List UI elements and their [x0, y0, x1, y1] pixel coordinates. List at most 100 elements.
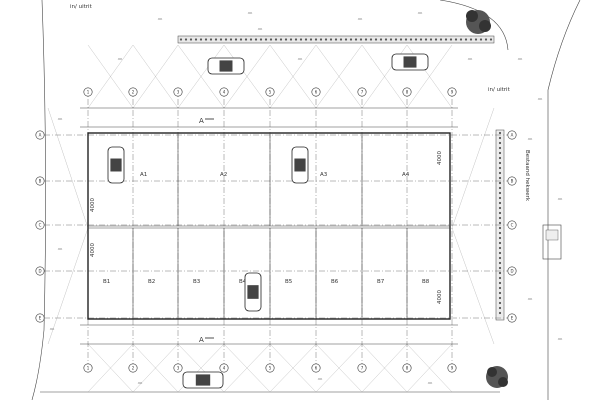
- bay-label-bottom: B8: [422, 279, 430, 285]
- hedge-dot: [498, 196, 502, 200]
- hedge-dot: [244, 38, 248, 41]
- hedge-dot: [409, 38, 413, 41]
- hedge-dot: [498, 301, 502, 305]
- grass-symbol: [357, 17, 363, 21]
- grass-symbol: [247, 11, 253, 15]
- grid-number-bubble: [265, 363, 275, 373]
- tree-bottom-right: [486, 366, 508, 388]
- hedge-dot: [498, 256, 502, 260]
- hedge-dot: [274, 38, 278, 41]
- hedge-dot: [498, 146, 502, 150]
- grid-number: 3: [177, 90, 180, 95]
- grid-letter-bubble-right: [507, 130, 517, 140]
- hedge-dot: [498, 276, 502, 280]
- hedge-dot: [498, 306, 502, 310]
- grid-letter: E: [39, 316, 42, 321]
- hedge-dot: [194, 38, 198, 41]
- grass-symbol: [527, 137, 533, 141]
- hedge-dot: [498, 206, 502, 210]
- hedge-dot: [498, 191, 502, 195]
- road-curve-top: [439, 0, 509, 51]
- hedge-dot: [498, 241, 502, 245]
- hedge-dot: [179, 38, 183, 41]
- hedge-dot: [498, 131, 502, 135]
- diagonal-line: [315, 44, 363, 109]
- diagonal-line: [315, 343, 363, 393]
- hedge-dot: [498, 246, 502, 250]
- tree-top-right: [466, 10, 491, 34]
- diagonal-line: [406, 343, 453, 393]
- grid-number-bubble: [311, 363, 321, 373]
- bay-label-top: A2: [220, 172, 227, 178]
- bay-label-top: A3: [320, 172, 328, 178]
- hedge-dot: [498, 291, 502, 295]
- grid-number: 5: [269, 90, 272, 95]
- hedge-dot: [224, 38, 228, 41]
- grid-letter-bubble-left: [35, 220, 45, 230]
- hedge-dot: [294, 38, 298, 41]
- hedge-dot: [459, 38, 463, 41]
- diagonal-line: [406, 44, 453, 109]
- hedge-dot: [299, 38, 303, 41]
- diagonal-line: [47, 227, 89, 345]
- hedge-dot: [439, 38, 443, 41]
- hedge-dot: [289, 38, 293, 41]
- dimension-label: 4000: [437, 290, 443, 304]
- grid-number-bubble: [357, 87, 367, 97]
- hedge-dot: [498, 211, 502, 215]
- hedge-dot: [498, 136, 502, 140]
- grass-symbol: [467, 57, 473, 61]
- grid-letter: D: [38, 269, 41, 274]
- hedge-dot: [474, 38, 478, 41]
- grid-number-bubble: [219, 87, 229, 97]
- hedge-dot: [239, 38, 243, 41]
- hedge-dot: [479, 38, 483, 41]
- grid-number: 1: [87, 366, 90, 371]
- grid-number-bubble: [447, 363, 457, 373]
- grid-number: 8: [406, 366, 409, 371]
- hedge-dot: [279, 38, 283, 41]
- dimension-label: 4000: [90, 198, 96, 212]
- perspective-lines: [47, 44, 495, 393]
- hedge-dot: [498, 311, 502, 315]
- diagonal-line: [451, 227, 495, 345]
- hedge-dot: [264, 38, 268, 41]
- hedge-dot: [354, 38, 358, 41]
- grid-number: 1: [87, 90, 90, 95]
- grid-number-bubble: [311, 87, 321, 97]
- hedge-dot: [189, 38, 193, 41]
- diagonal-line: [269, 44, 317, 109]
- grid-letter-bubble-right: [507, 176, 517, 186]
- hedge-dot: [234, 38, 238, 41]
- bay-label-bottom: B4: [239, 279, 247, 285]
- bay-label-bottom: B7: [377, 279, 385, 285]
- hedge-dot: [498, 281, 502, 285]
- grass-symbol: [137, 381, 143, 385]
- grid-number-bubble: [357, 363, 367, 373]
- hedge-dot: [344, 38, 348, 41]
- hedge-dot: [498, 236, 502, 240]
- axis-marker-bottom: A: [199, 336, 204, 344]
- hedge-dot: [414, 38, 418, 41]
- grid-number: 5: [269, 366, 272, 371]
- car-icon: [182, 371, 224, 389]
- street-label-right: in/ uitrit: [488, 87, 511, 93]
- grass-symbol: [117, 57, 123, 61]
- hedge-dot: [384, 38, 388, 41]
- hedge-dot: [498, 231, 502, 235]
- bay-label-top: A1: [140, 172, 147, 178]
- hedge-dot: [424, 38, 428, 41]
- axis-marker-top: A: [199, 117, 204, 125]
- dimension-label: 4000: [90, 243, 96, 257]
- hedge-dot: [394, 38, 398, 41]
- grass-symbol: [557, 337, 563, 341]
- diagonal-line: [47, 107, 89, 229]
- hedge-dots-top: [179, 38, 493, 41]
- hedge-dot: [434, 38, 438, 41]
- bay-label-top: A4: [402, 172, 410, 178]
- diagonal-line: [223, 44, 271, 109]
- hedge-dot: [339, 38, 343, 41]
- grid-letter: A: [511, 133, 514, 138]
